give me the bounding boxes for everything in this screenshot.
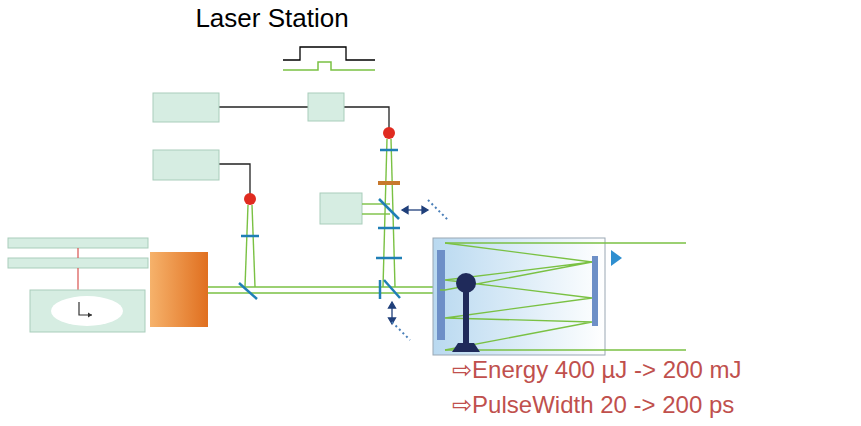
chamber-mirror [437, 250, 445, 340]
instrument-box [153, 93, 219, 122]
beam [245, 205, 248, 287]
red-link [77, 268, 78, 290]
output-beam [445, 242, 686, 243]
rail [8, 238, 148, 248]
signal-wire [344, 107, 389, 128]
chamber [433, 238, 605, 355]
output-beam [445, 243, 592, 262]
source-dot [383, 127, 395, 139]
beam [383, 139, 387, 287]
arrow-head [389, 302, 396, 308]
lens [241, 235, 259, 238]
arrow-head [422, 207, 428, 214]
signal-wire [219, 164, 250, 194]
lens [380, 149, 398, 152]
clock-hand-tip [88, 313, 92, 318]
spec-note: ⇨Energy 400 µJ -> 200 mJ [452, 356, 741, 384]
target-base [452, 343, 480, 352]
lens [376, 257, 402, 260]
polarizer [379, 280, 382, 299]
chamber-mirror [592, 256, 598, 326]
source-dot [244, 193, 256, 205]
arrow-head [402, 207, 408, 214]
signal-wire [219, 106, 308, 107]
beam [252, 205, 255, 287]
target-post [463, 290, 469, 344]
alternate-position [428, 200, 448, 220]
instrument-box [320, 193, 362, 224]
filter [378, 181, 400, 185]
instrument-box [153, 150, 219, 180]
spec-note: ⇨PulseWidth 20 -> 200 ps [452, 391, 734, 419]
diagram-title: Laser Station [195, 4, 348, 34]
clock-dial [51, 296, 123, 326]
beam [362, 213, 390, 214]
red-link [77, 248, 78, 258]
instrument-box [308, 93, 344, 121]
lens [378, 227, 400, 230]
output-marker [611, 250, 622, 266]
laser-pulse [283, 62, 375, 70]
output-beam [445, 349, 686, 350]
rail [8, 258, 148, 268]
beam-splitter [379, 199, 399, 219]
laser-head [150, 252, 208, 327]
clock-hands [79, 302, 92, 315]
alternate-position [392, 322, 410, 340]
mirror [239, 283, 257, 299]
beam-splitter [384, 280, 400, 298]
beam [208, 292, 440, 293]
trigger-pulse [283, 47, 375, 60]
stage-box [30, 290, 145, 332]
multipass-beam [440, 262, 592, 350]
